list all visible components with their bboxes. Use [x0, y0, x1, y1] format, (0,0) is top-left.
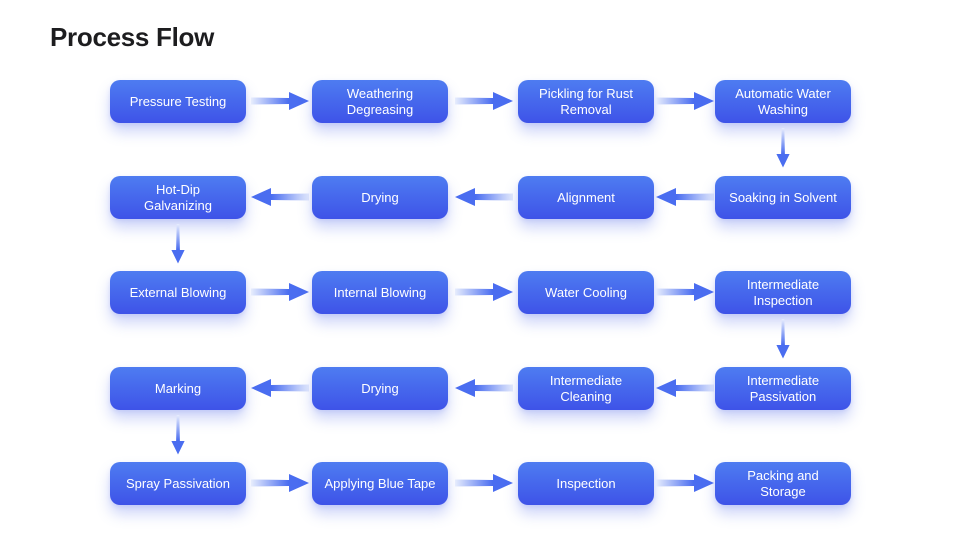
step-internal-blowing: Internal Blowing — [312, 271, 448, 314]
step-marking: Marking — [110, 367, 246, 410]
step-water-cooling: Water Cooling — [518, 271, 654, 314]
arrow-down-icon — [776, 319, 790, 359]
step-intermediate-cleaning: Intermediate Cleaning — [518, 367, 654, 410]
step-inspection: Inspection — [518, 462, 654, 505]
arrow-left-icon — [656, 379, 714, 397]
step-applying-blue-tape: Applying Blue Tape — [312, 462, 448, 505]
step-soaking-in-solvent: Soaking in Solvent — [715, 176, 851, 219]
step-intermediate-passivation: Intermediate Passivation — [715, 367, 851, 410]
step-pressure-testing: Pressure Testing — [110, 80, 246, 123]
step-hot-dip-galvanizing: Hot-Dip Galvanizing — [110, 176, 246, 219]
arrow-right-icon — [656, 92, 714, 110]
step-weathering-degreasing: Weathering Degreasing — [312, 80, 448, 123]
step-pickling-for-rust-removal: Pickling for Rust Removal — [518, 80, 654, 123]
arrow-down-icon — [171, 415, 185, 455]
arrow-left-icon — [251, 188, 309, 206]
arrow-right-icon — [455, 283, 513, 301]
arrow-right-icon — [455, 92, 513, 110]
page-title: Process Flow — [50, 22, 215, 52]
step-spray-passivation: Spray Passivation — [110, 462, 246, 505]
arrow-right-icon — [251, 283, 309, 301]
arrow-right-icon — [251, 92, 309, 110]
step-intermediate-inspection: Intermediate Inspection — [715, 271, 851, 314]
step-external-blowing: External Blowing — [110, 271, 246, 314]
arrow-down-icon — [776, 128, 790, 168]
step-automatic-water-washing: Automatic Water Washing — [715, 80, 851, 123]
arrow-right-icon — [656, 283, 714, 301]
arrow-left-icon — [455, 188, 513, 206]
step-drying-2: Drying — [312, 367, 448, 410]
arrow-right-icon — [455, 474, 513, 492]
step-alignment: Alignment — [518, 176, 654, 219]
arrow-left-icon — [251, 379, 309, 397]
step-drying-1: Drying — [312, 176, 448, 219]
arrow-left-icon — [455, 379, 513, 397]
arrow-right-icon — [656, 474, 714, 492]
step-packing-and-storage: Packing and Storage — [715, 462, 851, 505]
arrow-right-icon — [251, 474, 309, 492]
arrow-left-icon — [656, 188, 714, 206]
arrow-down-icon — [171, 224, 185, 264]
